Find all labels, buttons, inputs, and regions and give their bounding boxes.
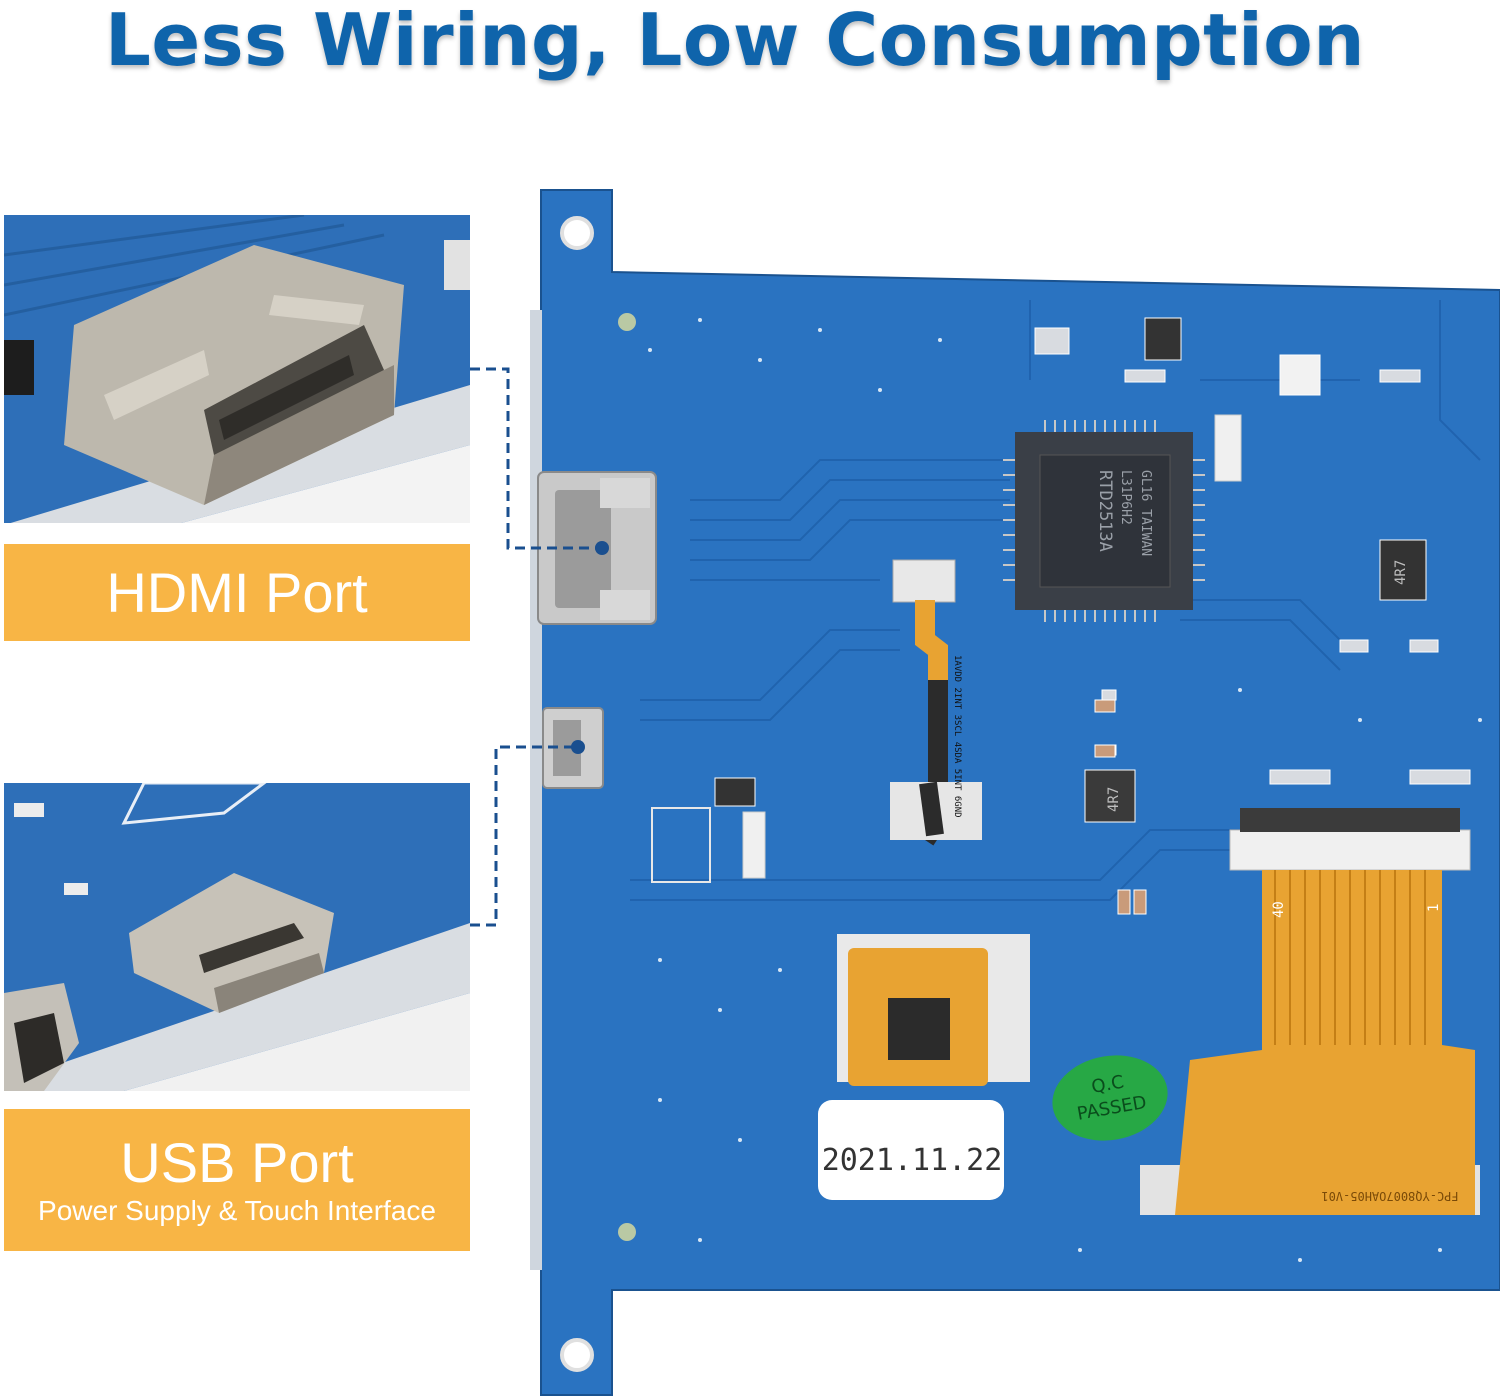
hdmi-callout-line bbox=[470, 367, 602, 550]
flex-pin-labels: 1AVDD 2INT 3SCL 4SDA 5INT 6GND bbox=[952, 655, 962, 818]
inductor-marking-1: 4R7 bbox=[1393, 560, 1409, 585]
hdmi-closeup-photo bbox=[4, 215, 470, 523]
lcd-fpc-ribbon: 40 1 FPC-YQ8007OAH05-V01 bbox=[1140, 808, 1480, 1215]
hdmi-closeup-connector bbox=[64, 245, 404, 505]
touch-flex-cable: 1AVDD 2INT 3SCL 4SDA 5INT 6GND bbox=[890, 559, 982, 846]
mounting-hole-bottom bbox=[560, 1338, 594, 1372]
main-chip: RTD2513A L31P6H2 GL16 TAIWAN bbox=[1003, 420, 1205, 622]
fpc-pin-1: 1 bbox=[1426, 904, 1442, 912]
fpc-pin-40: 40 bbox=[1271, 901, 1287, 918]
inductor-marking-2: 4R7 bbox=[1106, 787, 1122, 812]
mounting-hole-top bbox=[560, 216, 594, 250]
usb-port-label: USB Port Power Supply & Touch Interface bbox=[4, 1109, 470, 1251]
usb-closeup-photo bbox=[4, 783, 470, 1091]
usb-closeup-connector bbox=[129, 873, 334, 1013]
hdmi-port-title: HDMI Port bbox=[106, 561, 368, 624]
chip-marking-1: RTD2513A bbox=[1095, 470, 1115, 552]
usb-port-subtitle: Power Supply & Touch Interface bbox=[38, 1195, 436, 1226]
qc-passed-sticker: Q.C PASSED bbox=[1052, 1055, 1168, 1141]
chip-marking-3: GL16 TAIWAN bbox=[1138, 470, 1153, 556]
headline: Less Wiring, Low Consumption bbox=[105, 0, 1365, 82]
touch-controller-window bbox=[837, 934, 1030, 1086]
hdmi-port-label: HDMI Port bbox=[4, 544, 470, 641]
chip-marking-2: L31P6H2 bbox=[1118, 470, 1133, 525]
usb-callout-dot bbox=[571, 740, 585, 754]
usb-port-title: USB Port bbox=[120, 1131, 354, 1194]
date-sticker-text: 2021.11.22 bbox=[822, 1143, 1003, 1178]
usb-callout-line bbox=[470, 745, 578, 927]
fpc-part-number: FPC-YQ8007OAH05-V01 bbox=[1321, 1189, 1458, 1203]
hdmi-callout-dot bbox=[595, 541, 609, 555]
date-sticker: 2021.11.22 bbox=[818, 1100, 1004, 1200]
